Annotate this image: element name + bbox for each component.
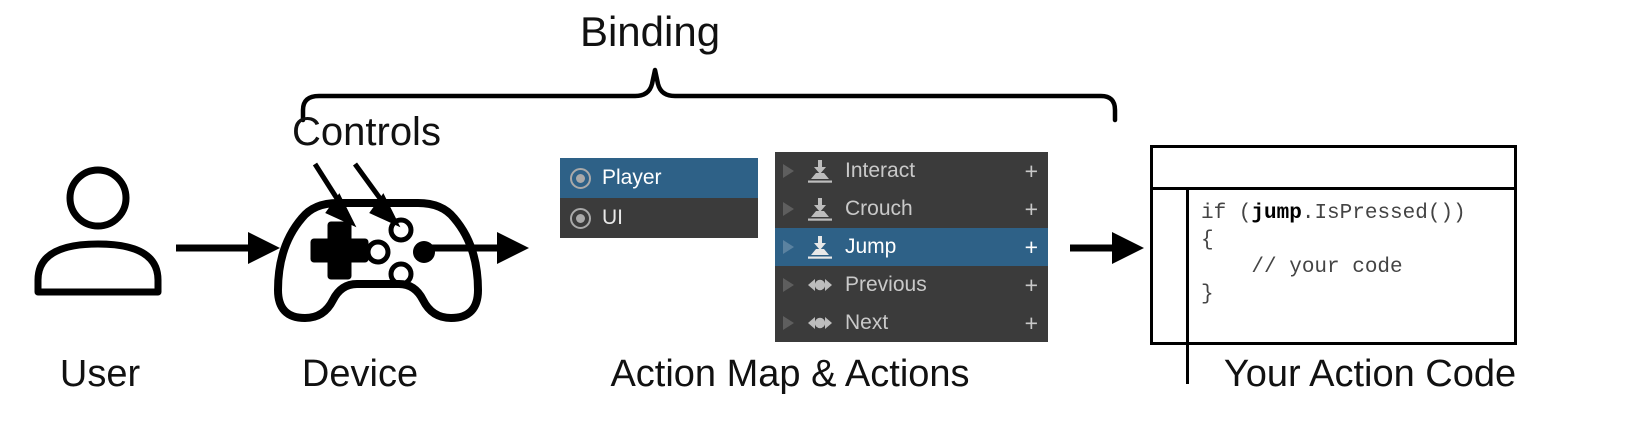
caption-device: Device	[301, 353, 419, 395]
actions-panel: Interact + Crouch +	[775, 152, 1048, 342]
code-line-3: // your code	[1201, 256, 1403, 279]
button-action-icon	[808, 198, 832, 221]
code-editor-text[interactable]: if (jump.IsPressed()) { // your code }	[1201, 200, 1508, 308]
chevron-right-icon[interactable]	[783, 278, 794, 292]
add-binding-button[interactable]: +	[1024, 233, 1038, 260]
button-action-icon	[808, 236, 832, 259]
code-line-2: {	[1201, 229, 1214, 252]
add-binding-button[interactable]: +	[1024, 271, 1038, 298]
action-map-icon	[570, 167, 591, 189]
code-line-1-pre: if (	[1201, 202, 1252, 225]
action-row-next[interactable]: Next +	[775, 304, 1048, 342]
action-map-label: Player	[602, 166, 662, 189]
action-label: Next	[845, 311, 889, 334]
code-line-4: }	[1201, 283, 1214, 306]
code-window: if (jump.IsPressed()) { // your code }	[1150, 145, 1517, 384]
caption-user: User	[59, 353, 141, 395]
caption-action-map: Action Map & Actions	[610, 353, 970, 395]
axis-action-icon	[808, 279, 832, 291]
action-row-previous[interactable]: Previous +	[775, 266, 1048, 304]
action-row-jump[interactable]: Jump +	[775, 228, 1048, 266]
action-map-icon	[570, 207, 591, 229]
binding-annotation-label: Binding	[579, 8, 721, 55]
code-line-1-identifier: jump	[1251, 202, 1302, 225]
action-row-crouch[interactable]: Crouch +	[775, 190, 1048, 228]
code-gutter-divider	[1186, 190, 1189, 384]
code-window-titlebar	[1153, 148, 1514, 190]
action-map-row-ui[interactable]: UI	[560, 198, 758, 238]
axis-action-icon	[808, 317, 832, 329]
caption-your-action-code: Your Action Code	[1223, 353, 1517, 395]
curly-brace-icon	[300, 67, 1118, 123]
action-label: Jump	[845, 235, 897, 258]
controls-annotation-label: Controls	[292, 110, 441, 154]
add-binding-button[interactable]: +	[1024, 195, 1038, 222]
gamepad-controller-icon	[274, 199, 482, 322]
action-label: Previous	[845, 273, 927, 296]
action-map-row-player[interactable]: Player	[560, 158, 758, 198]
action-map-panel: Player UI	[560, 158, 758, 238]
code-window-body: if (jump.IsPressed()) { // your code }	[1153, 190, 1514, 384]
add-binding-button[interactable]: +	[1024, 309, 1038, 336]
chevron-right-icon[interactable]	[783, 240, 794, 254]
chevron-right-icon[interactable]	[783, 316, 794, 330]
action-row-interact[interactable]: Interact +	[775, 152, 1048, 190]
action-label: Interact	[845, 159, 916, 182]
right-arrow-icon-actions-code	[1070, 232, 1144, 264]
action-map-label: UI	[602, 206, 623, 229]
chevron-right-icon[interactable]	[783, 202, 794, 216]
right-arrow-icon-device-actionmap	[425, 232, 529, 264]
action-label: Crouch	[845, 197, 913, 220]
code-line-1-post: .IsPressed())	[1301, 202, 1466, 225]
add-binding-button[interactable]: +	[1024, 157, 1038, 184]
right-arrow-icon-user-device	[176, 232, 280, 264]
button-action-icon	[808, 160, 832, 183]
chevron-right-icon[interactable]	[783, 164, 794, 178]
user-person-icon	[34, 166, 162, 296]
